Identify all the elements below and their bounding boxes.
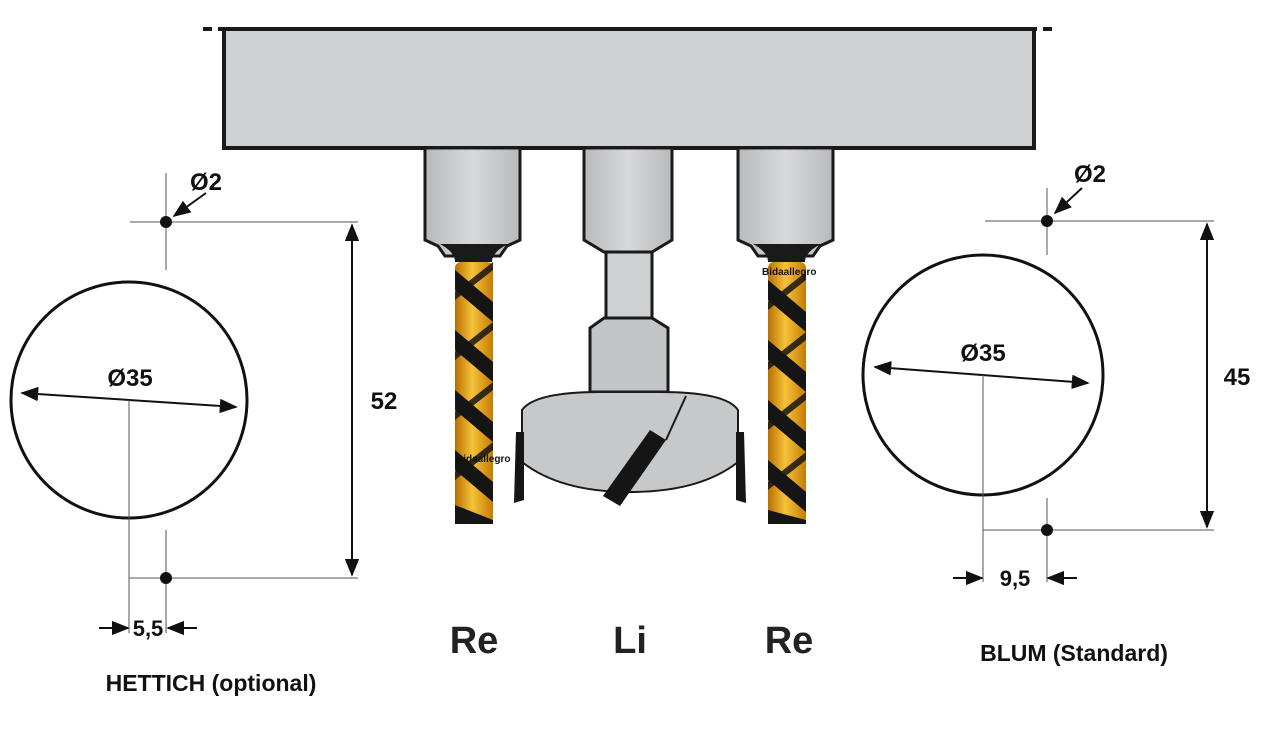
drill-right-shank [736,146,835,258]
blum-drawing: Ø35 Ø2 45 9,5 BLUM (Standard) [861,161,1251,666]
drill-middle-spur-right [736,432,746,503]
drill-right-flutes [768,280,806,524]
drill-right-bit [768,262,806,524]
blum-pin-top [1041,215,1053,227]
drill-right-collar [753,244,821,262]
drill-left-label: Re [450,620,499,662]
hettich-offset: 5,5 [133,616,164,641]
hettich-drawing: Ø35 Ø2 52 5,5 HETTICH (optional) [9,169,398,696]
blum-pin-leader [1053,187,1083,215]
drill-right-watermark: Bidaallegro [762,267,816,278]
blum-distance: 45 [1224,364,1251,391]
drill-middle-shank [582,146,674,254]
drill-left: Bidaallegro [423,146,522,524]
hettich-pin-top [160,216,172,228]
machine-body [222,27,1036,150]
machine-head [203,27,1058,150]
drill-middle-body [588,316,670,394]
blum-hole-diameter: Ø35 [960,340,1005,367]
drill-middle-neck [604,250,654,320]
blum-offset: 9,5 [1000,566,1031,591]
drill-middle-spur-left [514,432,524,503]
drill-right: Bidaallegro [736,146,835,524]
blum-caption: BLUM (Standard) [980,640,1168,666]
drill-middle-blade [603,430,666,506]
drill-middle [514,146,746,506]
drill-middle-blade-edge [665,395,687,441]
hettich-pin-diameter: Ø2 [190,169,222,196]
drill-middle-label: Li [613,620,647,662]
drill-right-label: Re [765,620,814,662]
hettich-hole-diameter: Ø35 [107,365,152,392]
drill-left-watermark: Bidaallegro [456,454,510,465]
drill-left-collar [440,244,508,262]
blum-diameter-arrow [873,361,1090,389]
hettich-pin-bottom [160,572,172,584]
hettich-pin-leader [172,192,207,218]
blum-pin-diameter: Ø2 [1074,161,1106,188]
hettich-caption: HETTICH (optional) [106,670,317,696]
hettich-distance: 52 [371,388,398,415]
blum-pin-bottom [1041,524,1053,536]
drill-left-shank [423,146,522,258]
drill-left-flutes [455,270,493,524]
